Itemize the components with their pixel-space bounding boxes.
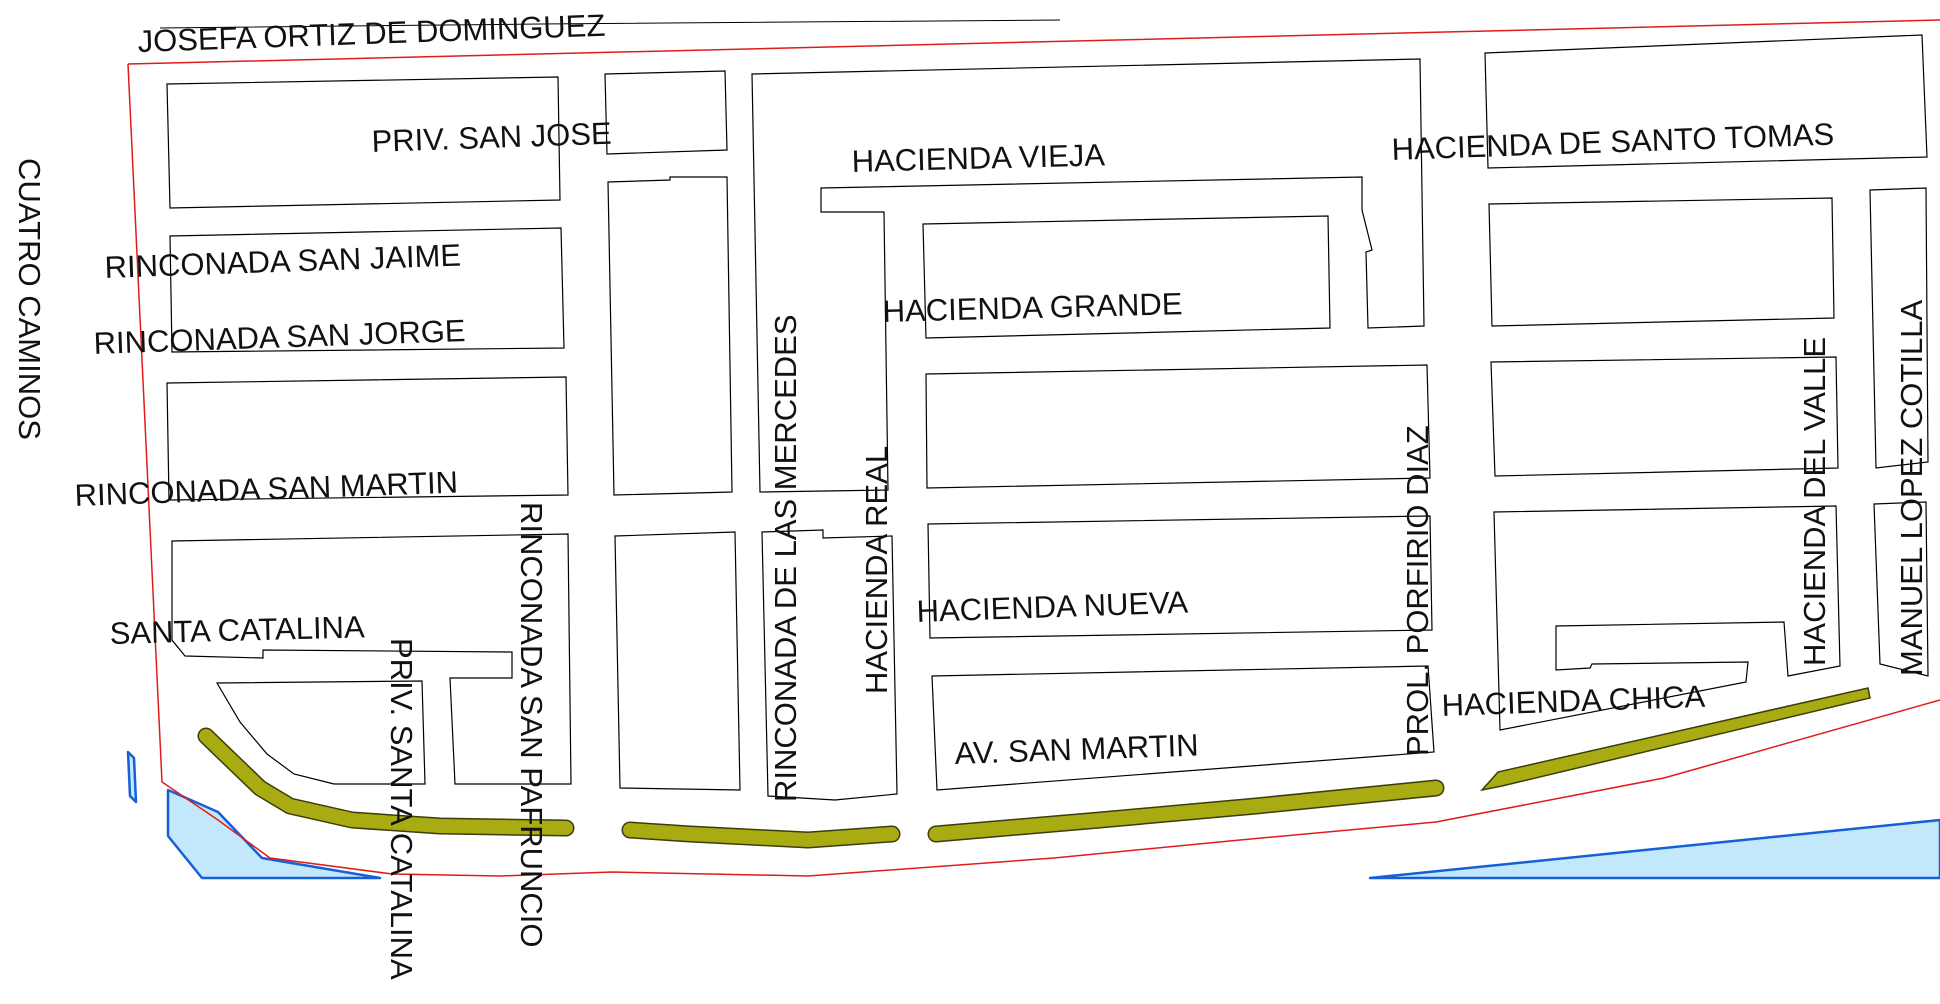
label-av-san-martin: AV. SAN MARTIN [954, 727, 1199, 770]
block [171, 533, 572, 785]
label-josefa-ortiz: JOSEFA ORTIZ DE DOMINGUEZ [137, 8, 606, 59]
block [761, 529, 898, 801]
label-rinconada-mercedes: RINCONADA DE LAS MERCEDES [768, 315, 803, 803]
water-areas [126, 750, 1940, 880]
block [1493, 505, 1841, 731]
label-hacienda-grande: HACIENDA GRANDE [882, 286, 1183, 329]
label-rinconada-san-martin: RINCONADA SAN MARTIN [74, 465, 459, 513]
green-strip-fill [929, 781, 1443, 841]
block [751, 58, 1425, 493]
label-rinconada-san-pafruncio: RINCONADA SAN PAFRUNCIO [514, 502, 549, 948]
green-strip-fill [623, 823, 899, 847]
block [931, 665, 1435, 791]
block [169, 227, 565, 353]
block [1484, 34, 1928, 169]
block [1490, 356, 1839, 477]
area-boundary [127, 19, 1940, 877]
label-cuatro-caminos: CUATRO CAMINOS [12, 158, 47, 440]
label-santa-catalina: SANTA CATALINA [109, 609, 365, 651]
water-area-right [1368, 818, 1940, 880]
label-manuel-lopez-cotilla: MANUEL LOPEZ COTILLA [1894, 300, 1929, 676]
block [922, 215, 1331, 339]
green-strip-right [1479, 687, 1871, 792]
label-hacienda-vieja: HACIENDA VIEJA [851, 137, 1105, 179]
block [215, 680, 426, 785]
water-sliver-left [126, 750, 138, 804]
label-rinconada-san-jorge: RINCONADA SAN JORGE [93, 313, 466, 361]
label-priv-san-jose: PRIV. SAN JOSE [371, 116, 612, 159]
street-line-top [159, 19, 1061, 29]
green-strip-fill [199, 729, 573, 835]
block [927, 515, 1433, 639]
label-hacienda-del-valle: HACIENDA DEL VALLE [1797, 337, 1832, 666]
block [166, 376, 569, 501]
block [1873, 501, 1929, 677]
block [925, 364, 1431, 489]
label-hacienda-chica: HACIENDA CHICA [1441, 679, 1706, 723]
green-strips [197, 687, 1871, 849]
water-area-left [166, 788, 382, 880]
label-hacienda-real: HACIENDA REAL [859, 446, 894, 694]
street-labels: JOSEFA ORTIZ DE DOMINGUEZ CUATRO CAMINOS… [12, 8, 1929, 980]
label-priv-santa-catalina: PRIV. SANTA CATALINA [384, 638, 419, 980]
city-blocks [166, 34, 1929, 801]
block [607, 176, 733, 496]
block [1488, 197, 1835, 327]
block [604, 70, 728, 155]
block [166, 76, 561, 209]
block [1869, 187, 1929, 469]
block [614, 531, 741, 791]
label-prol-porfirio-diaz: PROL. PORFIRIO DIAZ [1400, 425, 1435, 756]
